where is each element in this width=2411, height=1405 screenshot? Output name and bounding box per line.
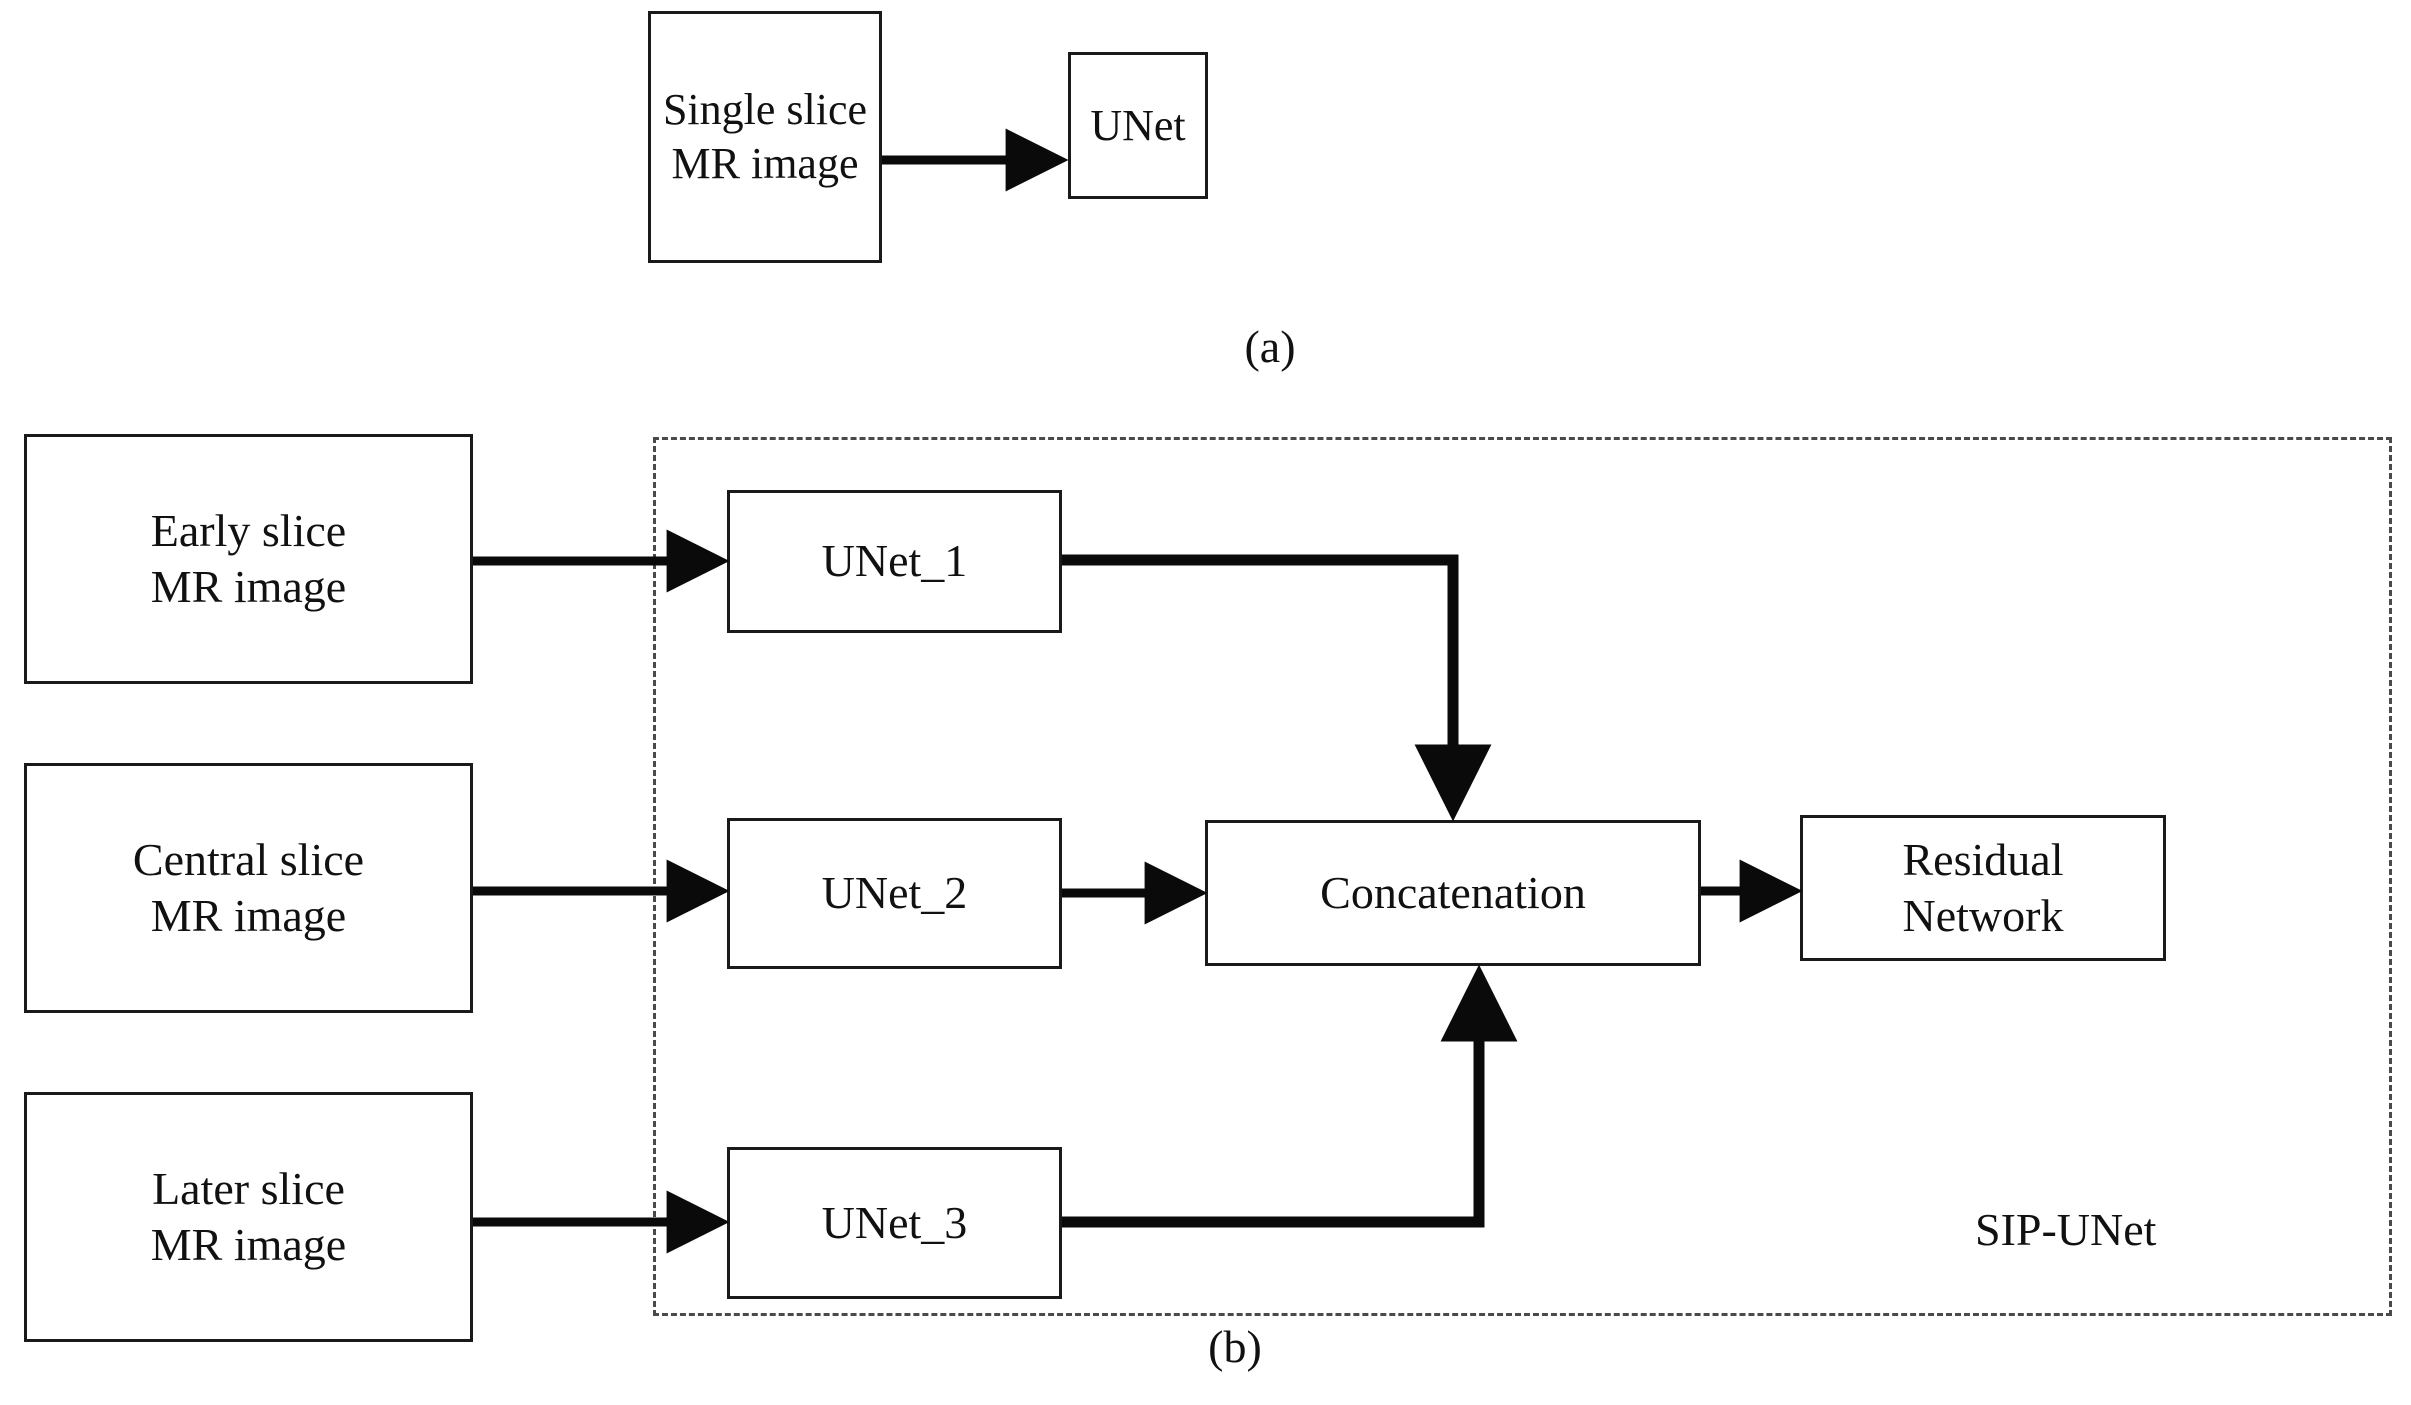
node-later-slice-mr-image: Later slice MR image bbox=[24, 1092, 473, 1342]
node-central-slice-mr-image: Central slice MR image bbox=[24, 763, 473, 1013]
node-unet-2: UNet_2 bbox=[727, 818, 1062, 969]
panel-label-b: (b) bbox=[1208, 1321, 1262, 1372]
node-single-slice-mr-image: Single slice MR image bbox=[648, 11, 882, 263]
node-unet: UNet bbox=[1068, 52, 1208, 199]
node-unet-1: UNet_1 bbox=[727, 490, 1062, 633]
sip-unet-label: SIP-UNet bbox=[1975, 1204, 2157, 1255]
node-concatenation: Concatenation bbox=[1205, 820, 1701, 966]
node-residual-network: Residual Network bbox=[1800, 815, 2166, 961]
node-early-slice-mr-image: Early slice MR image bbox=[24, 434, 473, 684]
node-unet-3: UNet_3 bbox=[727, 1147, 1062, 1299]
sip-unet-group-region bbox=[653, 437, 2392, 1316]
panel-label-a: (a) bbox=[1244, 321, 1296, 372]
